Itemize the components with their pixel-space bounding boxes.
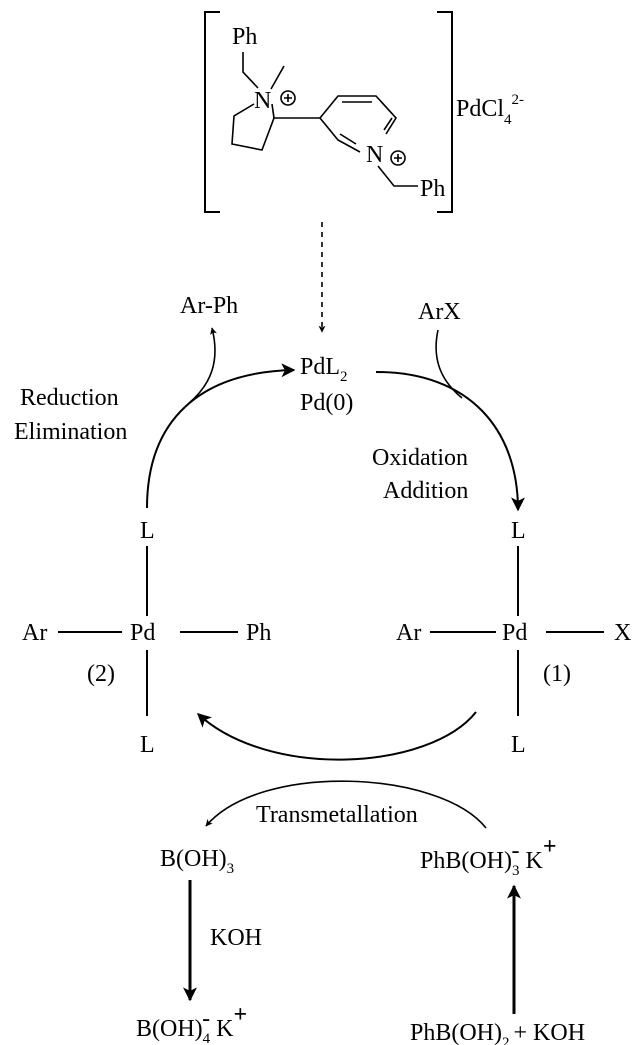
ligand-label: L <box>140 732 155 758</box>
product-release-arrow <box>187 327 217 405</box>
benzyl-bond-bottom <box>377 165 418 187</box>
borate-label: B(OH)4-K+ <box>136 1002 247 1045</box>
pd0-oxidation-state: Pd(0) <box>300 390 353 416</box>
intermediate-1: L Ar Pd X (1) L <box>396 518 631 758</box>
boronic-acid-label: PhB(OH)2+ KOH <box>410 1020 585 1045</box>
pyridine-nitrogen: N <box>366 142 383 168</box>
positive-charge-icon <box>390 150 406 166</box>
palladium-precatalyst-complex: Ph N N Ph PdCl42- <box>204 11 524 213</box>
oxidative-addition-arrow <box>375 371 525 512</box>
ligand-label: L <box>511 732 526 758</box>
transmetallation-label: Transmetallation <box>256 802 418 828</box>
reduction-label: Reduction <box>20 385 119 411</box>
intermediate-number: (2) <box>87 661 115 687</box>
addition-label: Addition <box>383 478 468 504</box>
palladium-label: Pd <box>502 620 527 646</box>
phenyl-bottom-label: Ph <box>420 176 445 202</box>
aryl-label: Ar <box>22 620 47 646</box>
boric-acid-label: B(OH)3 <box>160 846 234 877</box>
positive-charge-icon <box>280 90 296 106</box>
transmetallation-arrow <box>196 711 477 761</box>
product-label: Ar-Ph <box>180 293 238 319</box>
boron-exchange-arrow <box>205 780 487 829</box>
palladium-label: Pd <box>130 620 155 646</box>
aryl-halide-entry-curve <box>435 329 463 399</box>
n-methyl-bond <box>270 65 285 90</box>
reductive-elimination-arrow <box>146 363 296 509</box>
benzyl-bond-top <box>242 52 259 89</box>
aryl-halide-label: ArX <box>418 299 461 325</box>
koh-label: KOH <box>210 925 262 951</box>
phenyl-top-label: Ph <box>232 24 257 50</box>
phenylborate-label: PhB(OH)3-K+ <box>420 834 557 879</box>
aryl-label: Ar <box>396 620 421 646</box>
pyridine-ring <box>319 95 397 153</box>
left-bracket <box>204 11 220 213</box>
intermediate-number: (1) <box>543 661 571 687</box>
pyrrolidine-ring <box>231 103 275 151</box>
ligand-label: L <box>140 518 155 544</box>
oxidation-label: Oxidation <box>372 445 468 471</box>
phenyl-label: Ph <box>246 620 271 646</box>
pd0-formula: PdL2 <box>300 354 348 385</box>
halide-label: X <box>614 620 631 646</box>
counter-ion: PdCl42- <box>456 92 524 128</box>
intermediate-2: L Ar Pd Ph (2) L <box>22 518 271 758</box>
pyrrolidine-nitrogen: N <box>254 88 271 114</box>
right-bracket <box>437 11 453 213</box>
elimination-label: Elimination <box>14 419 127 445</box>
ligand-label: L <box>511 518 526 544</box>
